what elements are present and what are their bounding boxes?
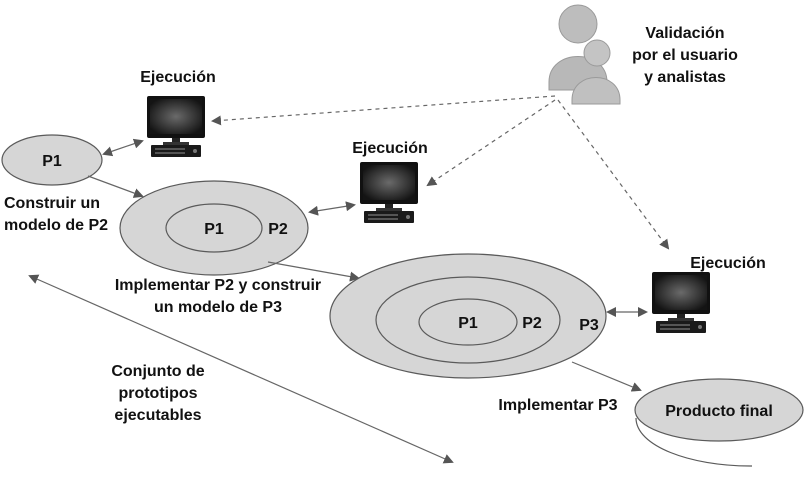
exec2-label: Ejecución xyxy=(352,140,428,157)
validation-label-line1: Validación xyxy=(645,25,724,42)
producto-final-label: Producto final xyxy=(665,403,773,420)
computer-icon-3 xyxy=(652,272,710,333)
exec1-label: Ejecución xyxy=(140,69,216,86)
prototype-set-double-arrow xyxy=(28,274,454,464)
implementar-label-line2: un modelo de P3 xyxy=(154,299,282,316)
p1-small-label: P1 xyxy=(42,153,62,170)
construir-label-line1: Construir un xyxy=(4,195,100,212)
prototype-p2-ellipse: P1 P2 xyxy=(119,180,309,276)
p2-mid-label: P2 xyxy=(268,221,288,238)
computer-icon-2 xyxy=(360,162,418,223)
conjunto-label-line3: ejecutables xyxy=(114,407,201,424)
final-product-shape: Producto final xyxy=(634,378,804,467)
prototype-p3-ellipse: P1 P2 P3 xyxy=(329,253,607,379)
computer-icon-1 xyxy=(147,96,205,157)
prototype-p1-ellipse: P1 xyxy=(1,134,103,186)
p2-to-p3-arrow xyxy=(267,261,360,282)
p1-exec1-double-arrow xyxy=(102,138,144,157)
p2-exec2-double-arrow xyxy=(308,201,356,216)
p3-to-product-arrow xyxy=(571,361,642,392)
conjunto-label-line2: prototipos xyxy=(118,385,197,402)
implementar-p3-label: Implementar P3 xyxy=(498,397,617,414)
implementar-label-line1: Implementar P2 y construir xyxy=(115,277,321,294)
validation-arrow-exec1 xyxy=(211,95,556,126)
construir-label-line2: modelo de P2 xyxy=(4,217,108,234)
validation-arrow-exec2 xyxy=(426,99,556,187)
p1-big-label: P1 xyxy=(458,315,478,332)
validation-label-line3: y analistas xyxy=(644,69,726,86)
p1-mid-label: P1 xyxy=(204,221,224,238)
validation-label-line2: por el usuario xyxy=(632,47,738,64)
p2-big-label: P2 xyxy=(522,315,542,332)
exec3-label: Ejecución xyxy=(690,255,766,272)
conjunto-label-line1: Conjunto de xyxy=(111,363,204,380)
users-icon xyxy=(548,4,621,105)
p3-big-label: P3 xyxy=(579,317,599,334)
validation-arrow-exec3 xyxy=(557,99,670,250)
p1-to-p2-arrow xyxy=(87,175,144,198)
